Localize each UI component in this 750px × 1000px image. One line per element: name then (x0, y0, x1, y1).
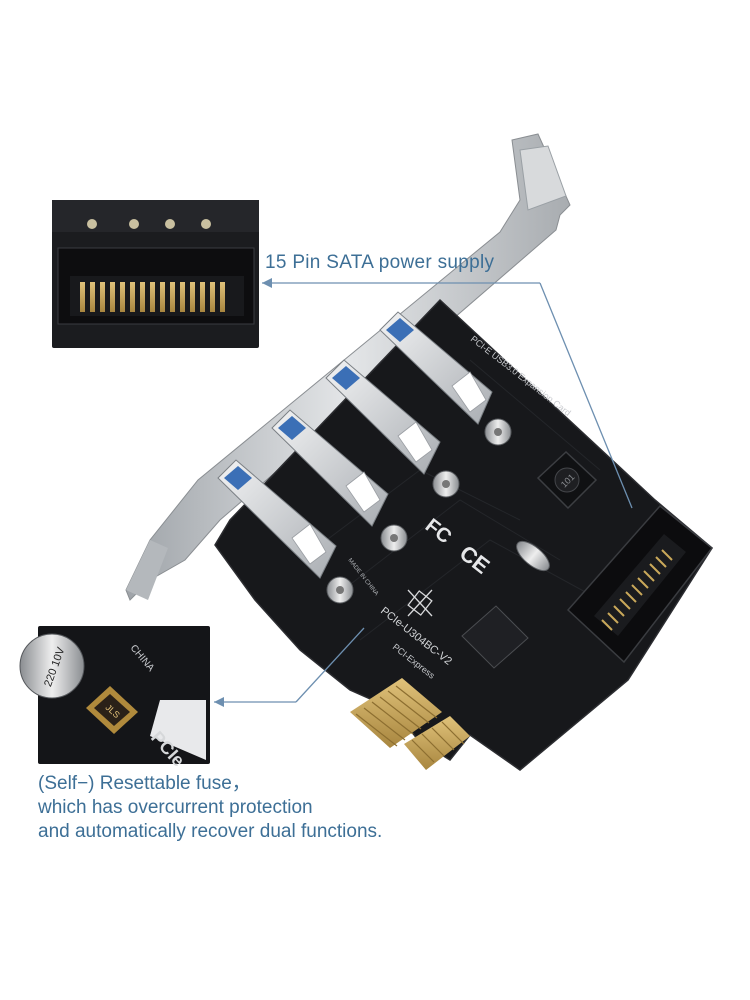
sata-callout-leader (262, 278, 633, 509)
fuse-callout-leader (214, 627, 365, 707)
usb3-port (325, 359, 441, 475)
capacitor (326, 576, 354, 604)
crystal-oscillator (516, 540, 550, 572)
sata-connector-inset (52, 200, 259, 348)
usb3-port (217, 459, 337, 579)
fuse-desc-line: and automatically recover dual functions… (38, 821, 383, 842)
fuse-callout-description: (Self−) Resettable fuse， which has overc… (38, 772, 538, 844)
fuse-inset: 220 10V CHINA JLS PCIe (19, 626, 210, 770)
capacitor (380, 524, 408, 552)
pcie-gold-connector (350, 678, 470, 770)
resettable-fuse: JLS (86, 686, 138, 734)
controller-chip (461, 605, 529, 669)
capacitor (432, 470, 460, 498)
usb3-port (271, 409, 389, 527)
weee-bin-icon (407, 589, 433, 617)
fuse-desc-line: which has overcurrent protection (38, 797, 313, 818)
fuse-desc-line: (Self−) Resettable fuse， (38, 773, 251, 794)
sata-power-connector (566, 504, 714, 664)
sata-callout-label: 15 Pin SATA power supply (265, 252, 495, 273)
capacitor (484, 418, 512, 446)
pcb-board (214, 298, 713, 771)
power-inductor: 101 (536, 450, 598, 510)
usb3-port (379, 311, 493, 425)
